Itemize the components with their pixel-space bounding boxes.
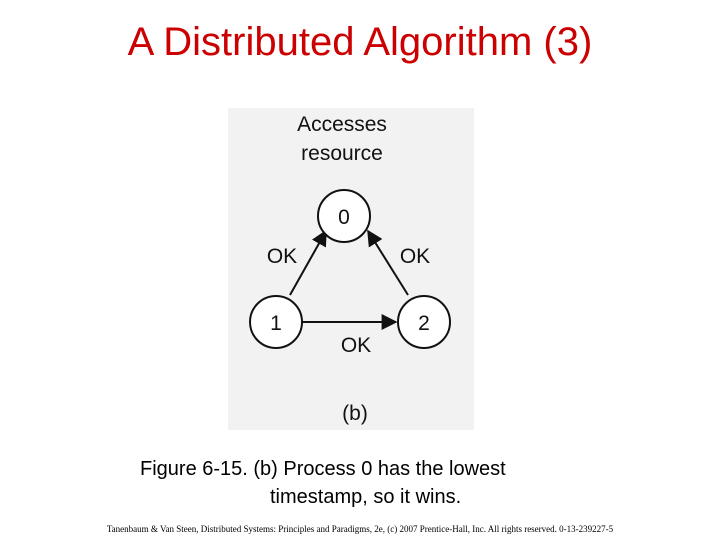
diagram-sublabel: (b) bbox=[342, 402, 368, 425]
edge-2-to-0 bbox=[367, 229, 409, 296]
node-2-label: 2 bbox=[418, 312, 430, 335]
edge-label-bottom: OK bbox=[341, 334, 371, 357]
node-1: 1 bbox=[249, 295, 303, 349]
edge-label-right: OK bbox=[400, 245, 430, 268]
edge-label-left: OK bbox=[267, 245, 297, 268]
slide-title: A Distributed Algorithm (3) bbox=[127, 20, 593, 64]
node-2: 2 bbox=[397, 295, 451, 349]
edge-1-to-0 bbox=[289, 229, 327, 296]
header-line-1: Accesses bbox=[297, 113, 387, 136]
copyright-footer: Tanenbaum & Van Steen, Distributed Syste… bbox=[106, 524, 614, 534]
diagram-background bbox=[228, 108, 474, 430]
caption-line-1: Figure 6-15. (b) Process 0 has the lowes… bbox=[140, 458, 506, 480]
mutual-exclusion-diagram: Accesses resource 0 1 2 OK OK OK (b) bbox=[228, 108, 474, 430]
node-1-label: 1 bbox=[270, 312, 282, 335]
node-0-label: 0 bbox=[338, 206, 350, 229]
node-0: 0 bbox=[317, 189, 371, 243]
figure-caption: Figure 6-15. (b) Process 0 has the lowes… bbox=[140, 455, 600, 511]
caption-line-2: timestamp, so it wins. bbox=[270, 486, 462, 508]
header-line-2: resource bbox=[301, 142, 383, 165]
